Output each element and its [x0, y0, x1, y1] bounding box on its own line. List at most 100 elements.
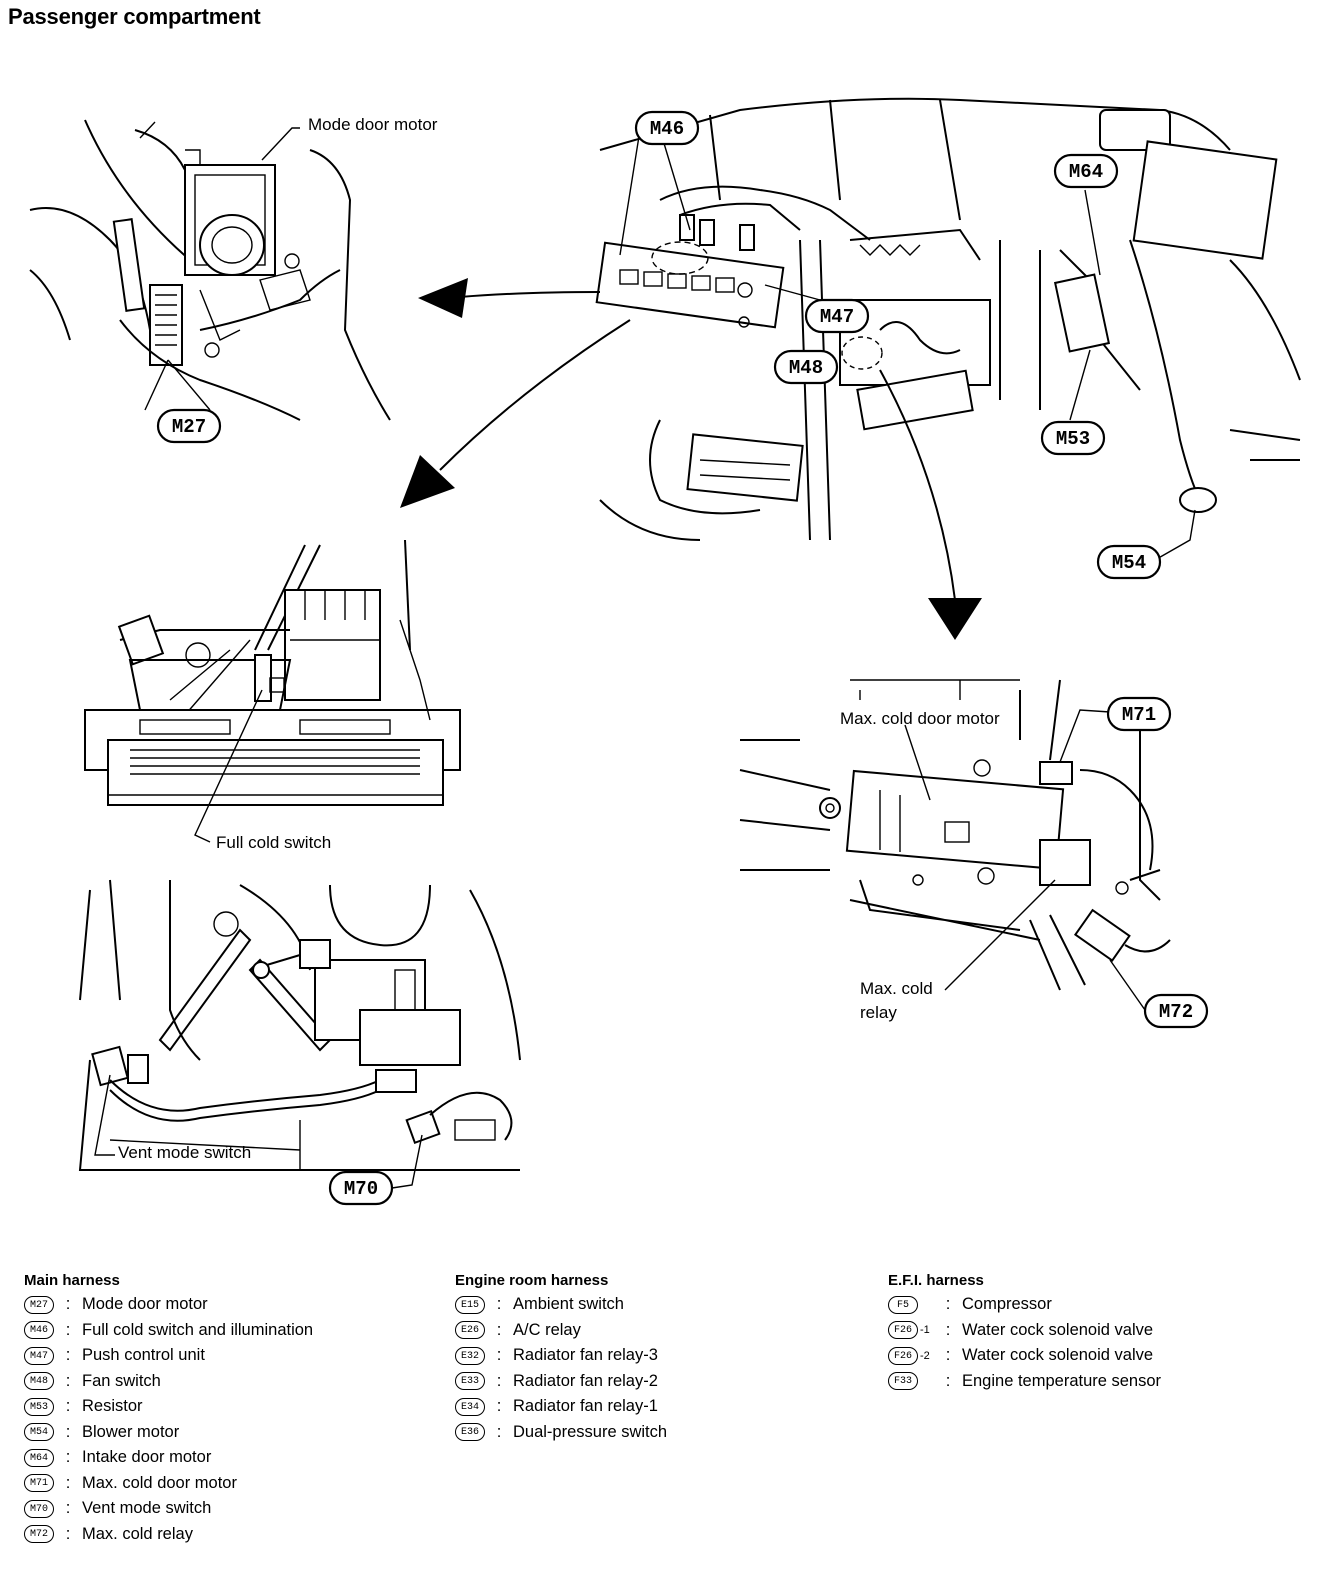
legend-item: M53:Resistor — [24, 1394, 313, 1420]
legend-item: M64:Intake door motor — [24, 1445, 313, 1471]
label-vent-mode-switch: Vent mode switch — [118, 1143, 251, 1162]
legend-item: E26:A/C relay — [455, 1318, 667, 1344]
connector-code: E26 — [455, 1321, 485, 1340]
svg-text:M72: M72 — [1159, 1001, 1193, 1023]
label-full-cold-switch: Full cold switch — [216, 833, 331, 852]
svg-text:M71: M71 — [1122, 704, 1156, 726]
legend-item: E32:Radiator fan relay-3 — [455, 1343, 667, 1369]
legend-desc: Push control unit — [82, 1346, 205, 1365]
legend-desc: Compressor — [962, 1295, 1052, 1314]
leader-m53 — [1069, 349, 1091, 421]
legend-heading: Engine room harness — [455, 1272, 609, 1289]
connector-code: M47 — [24, 1346, 54, 1365]
leader-m27 — [144, 359, 211, 411]
connector-code: E34 — [455, 1397, 485, 1416]
svg-text:M46: M46 — [650, 118, 684, 140]
legend-item: M27:Mode door motor — [24, 1292, 313, 1318]
legend-item: M48:Fan switch — [24, 1369, 313, 1395]
legend-item: M72:Max. cold relay — [24, 1522, 313, 1548]
svg-text:M70: M70 — [344, 1178, 378, 1200]
legend-heading: Main harness — [24, 1272, 120, 1289]
svg-text:M53: M53 — [1056, 428, 1090, 450]
leader-max-cold-relay — [944, 879, 1056, 991]
legend-engine-room-harness: Engine room harness E15:Ambient switch E… — [455, 1272, 667, 1445]
dashboard-overview-drawing — [595, 97, 1301, 541]
label-mode-door-motor: Mode door motor — [308, 115, 438, 134]
leader-m46 — [619, 129, 691, 256]
legend-item: F26-2:Water cock solenoid valve — [888, 1343, 1161, 1369]
legend-desc: Resistor — [82, 1397, 143, 1416]
legend-desc: Full cold switch and illumination — [82, 1320, 314, 1339]
connector-suffix: -1 — [920, 1324, 930, 1337]
connector-code: M48 — [24, 1372, 54, 1391]
legend-list: M27:Mode door motor M46:Full cold switch… — [24, 1292, 313, 1547]
legend-item: E36:Dual-pressure switch — [455, 1420, 667, 1446]
legend-desc: Vent mode switch — [82, 1499, 212, 1518]
leader-m71 — [1059, 709, 1111, 763]
legend-list: F5:Compressor F26-1:Water cock solenoid … — [888, 1292, 1161, 1394]
legend-item: F26-1:Water cock solenoid valve — [888, 1318, 1161, 1344]
page-title: Passenger compartment — [8, 4, 261, 29]
legend-item: M54:Blower motor — [24, 1420, 313, 1446]
arrow-to-mode-door-motor — [459, 291, 601, 298]
legend-item: E33:Radiator fan relay-2 — [455, 1369, 667, 1395]
legend-item: M70:Vent mode switch — [24, 1496, 313, 1522]
legend-item: F5:Compressor — [888, 1292, 1161, 1318]
callout-m48: M48 — [773, 349, 839, 385]
connector-code: F26 — [888, 1321, 918, 1340]
legend-desc: Blower motor — [82, 1422, 180, 1441]
connector-code: F26 — [888, 1346, 918, 1365]
callout-m54: M54 — [1096, 544, 1162, 580]
connector-code: M70 — [24, 1499, 54, 1518]
legend-desc: Max. cold relay — [82, 1524, 193, 1543]
legend-item: E15:Ambient switch — [455, 1292, 667, 1318]
label-max-cold-door-motor: Max. cold door motor — [840, 709, 1000, 728]
legend-item: M47:Push control unit — [24, 1343, 313, 1369]
legend-desc: Fan switch — [82, 1371, 161, 1390]
legend-main-harness: Main harness M27:Mode door motor M46:Ful… — [24, 1272, 313, 1547]
legend-desc: Radiator fan relay-1 — [513, 1397, 658, 1416]
callout-m71: M71 — [1106, 696, 1172, 732]
callout-m46: M46 — [634, 110, 700, 146]
legend-list: E15:Ambient switch E26:A/C relay E32:Rad… — [455, 1292, 667, 1445]
legend-desc: Ambient switch — [513, 1295, 624, 1314]
legend-desc: Water cock solenoid valve — [962, 1346, 1154, 1365]
label-max-cold-relay-line1: Max. cold — [860, 979, 933, 998]
legend-item: M71:Max. cold door motor — [24, 1471, 313, 1497]
connector-code: M71 — [24, 1474, 54, 1493]
wiring-location-diagram: M27 M46 M64 M47 M48 M53 M54 M71 M72 M70 … — [29, 97, 1301, 1206]
arrow-to-max-cold-door — [879, 369, 956, 601]
callout-m64: M64 — [1053, 153, 1119, 189]
legend-desc: Intake door motor — [82, 1448, 212, 1467]
leader-m47 — [764, 284, 821, 301]
legend-item: F33:Engine temperature sensor — [888, 1369, 1161, 1395]
legend-item: E34:Radiator fan relay-1 — [455, 1394, 667, 1420]
mode-door-motor-drawing — [29, 119, 391, 421]
push-control-unit-drawing — [84, 539, 461, 806]
connector-suffix: -2 — [920, 1349, 930, 1362]
connector-code: E33 — [455, 1372, 485, 1391]
connector-code: M54 — [24, 1423, 54, 1442]
leader-m54 — [1154, 509, 1196, 561]
legend-desc: Mode door motor — [82, 1295, 208, 1314]
leader-full-cold-switch — [194, 689, 263, 843]
arrow-to-full-cold-switch — [439, 319, 631, 471]
legend-item: M46:Full cold switch and illumination — [24, 1318, 313, 1344]
connector-code: M64 — [24, 1448, 54, 1467]
connector-code: E32 — [455, 1346, 485, 1365]
legend-desc: A/C relay — [513, 1320, 581, 1339]
legend-desc: Dual-pressure switch — [513, 1422, 668, 1441]
leader-mode-door-motor — [261, 127, 300, 161]
legend-desc: Radiator fan relay-2 — [513, 1371, 658, 1390]
callout-m53: M53 — [1040, 420, 1106, 456]
connector-code: M46 — [24, 1321, 54, 1340]
legend-efi-harness: E.F.I. harness F5:Compressor F26-1:Water… — [888, 1272, 1161, 1394]
svg-text:M64: M64 — [1069, 161, 1103, 183]
legend-desc: Water cock solenoid valve — [962, 1320, 1154, 1339]
legend-desc: Radiator fan relay-3 — [513, 1346, 658, 1365]
legend-desc: Max. cold door motor — [82, 1473, 237, 1492]
legend-desc: Engine temperature sensor — [962, 1371, 1162, 1390]
connector-code: F33 — [888, 1372, 918, 1391]
leader-max-cold-door-motor — [904, 724, 931, 801]
connector-code: M53 — [24, 1397, 54, 1416]
